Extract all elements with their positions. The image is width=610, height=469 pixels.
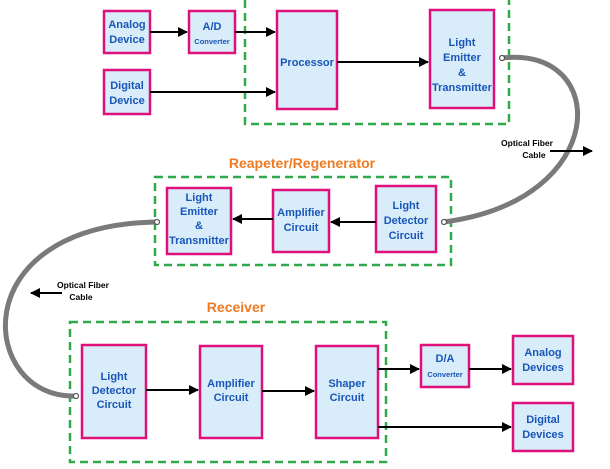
da-converter-block: D/A Converter bbox=[419, 343, 471, 389]
da-converter-label-2: Converter bbox=[427, 370, 463, 379]
rep-detector-label-1: Light bbox=[393, 200, 420, 212]
transmitter-group-frame bbox=[243, 0, 511, 126]
rep-emitter-block: Light Emitter & Transmitter bbox=[165, 186, 233, 256]
digital-device-label-2: Device bbox=[109, 95, 144, 107]
processor-label: Processor bbox=[280, 57, 335, 69]
fiber-label-1-line-2: Cable bbox=[522, 150, 545, 160]
receiver-group-frame bbox=[68, 320, 388, 464]
repeater-title: Reapeter/Regenerator bbox=[229, 155, 376, 171]
tx-emitter-block: Light Emitter & Transmitter bbox=[428, 8, 496, 110]
rx-detector-label-1: Light bbox=[101, 371, 128, 383]
ad-converter-label-1: A/D bbox=[203, 21, 222, 33]
processor-block: Processor bbox=[275, 9, 339, 111]
receiver-title: Receiver bbox=[207, 299, 266, 315]
rx-shaper-label-1: Shaper bbox=[328, 378, 366, 390]
digital-devices-block: Digital Devices bbox=[511, 401, 575, 453]
analog-device-label-1: Analog bbox=[108, 19, 145, 31]
tx-emitter-label-2: Emitter bbox=[443, 52, 482, 64]
rep-detector-label-2: Detector bbox=[384, 215, 429, 227]
rep-emitter-label-1: Light bbox=[186, 192, 213, 204]
fiber-label-2-line-1: Optical Fiber bbox=[57, 280, 110, 290]
rx-amplifier-label-2: Circuit bbox=[214, 392, 249, 404]
rx-detector-block: Light Detector Circuit bbox=[80, 343, 148, 440]
rep-amplifier-label-2: Circuit bbox=[284, 222, 319, 234]
rep-detector-block: Light Detector Circuit bbox=[374, 184, 438, 254]
analog-device-label-2: Device bbox=[109, 34, 144, 46]
rx-detector-label-2: Detector bbox=[92, 385, 137, 397]
rep-emitter-label-3: & bbox=[195, 220, 203, 232]
digital-devices-label-2: Devices bbox=[522, 429, 564, 441]
analog-devices-label-2: Devices bbox=[522, 362, 564, 374]
digital-device-label-1: Digital bbox=[110, 80, 144, 92]
rx-shaper-label-2: Circuit bbox=[330, 392, 365, 404]
rep-emitter-label-2: Emitter bbox=[180, 206, 219, 218]
fiber-label-1-line-1: Optical Fiber bbox=[501, 138, 554, 148]
analog-devices-label-1: Analog bbox=[524, 347, 561, 359]
tx-emitter-label-1: Light bbox=[449, 37, 476, 49]
fiber-2-end-node bbox=[72, 392, 80, 400]
ad-converter-block: A/D Converter bbox=[187, 9, 237, 55]
rep-amplifier-block: Amplifier Circuit bbox=[271, 188, 331, 254]
ad-converter-label-2: Converter bbox=[194, 37, 230, 46]
fiber-2-start-node bbox=[153, 218, 161, 226]
analog-device-block: Analog Device bbox=[102, 9, 152, 55]
optical-fiber-cable-2 bbox=[2, 219, 160, 399]
fiber-1-start-node bbox=[498, 54, 506, 62]
analog-devices-block: Analog Devices bbox=[511, 334, 575, 386]
da-converter-label-1: D/A bbox=[436, 353, 455, 365]
tx-emitter-label-4: Transmitter bbox=[432, 82, 493, 94]
digital-devices-label-1: Digital bbox=[526, 414, 560, 426]
rx-amplifier-block: Amplifier Circuit bbox=[198, 344, 264, 440]
optical-fiber-cable-1 bbox=[441, 54, 580, 225]
rep-amplifier-label-1: Amplifier bbox=[277, 207, 325, 219]
rep-detector-label-3: Circuit bbox=[389, 230, 424, 242]
rx-detector-label-3: Circuit bbox=[97, 399, 132, 411]
fiber-label-2-line-2: Cable bbox=[69, 292, 92, 302]
rx-amplifier-label-1: Amplifier bbox=[207, 378, 255, 390]
tx-emitter-label-3: & bbox=[458, 67, 466, 79]
digital-device-block: Digital Device bbox=[102, 68, 152, 116]
fiber-1-end-node bbox=[440, 218, 448, 226]
rep-emitter-label-4: Transmitter bbox=[169, 235, 230, 247]
rx-shaper-block: Shaper Circuit bbox=[314, 344, 380, 440]
